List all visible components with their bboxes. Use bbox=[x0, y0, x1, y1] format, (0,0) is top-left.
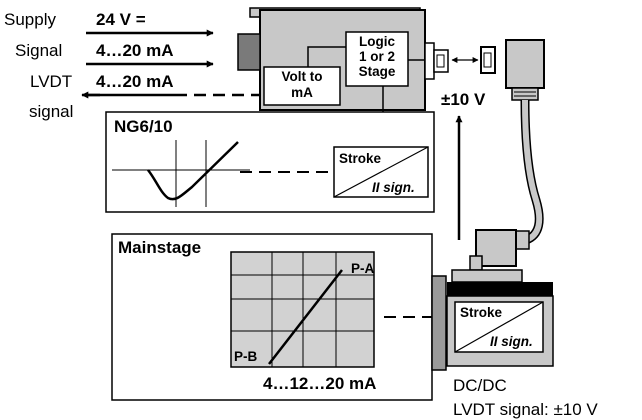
volt-to-ma-block bbox=[263, 66, 341, 106]
lvdt-cap bbox=[451, 269, 523, 283]
cable bbox=[522, 99, 543, 243]
main-stroke-label: Stroke bbox=[460, 305, 503, 320]
main-stroke-block bbox=[454, 301, 544, 353]
logic-text-3: Stage bbox=[359, 64, 396, 79]
supply-value: 24 V = bbox=[96, 10, 146, 29]
pilot-stage-title: NG6/10 bbox=[114, 117, 173, 136]
signal-label: Signal bbox=[15, 41, 62, 60]
logic-block bbox=[345, 31, 409, 87]
output-connector bbox=[424, 42, 449, 80]
main-characteristic-line bbox=[268, 269, 343, 365]
mounting-plate bbox=[431, 275, 447, 371]
main-graph-grid bbox=[231, 252, 374, 367]
dcdc-label: DC/DC bbox=[453, 376, 507, 395]
pa-label: P-A bbox=[351, 261, 375, 276]
lvdt-signal-label: LVDT signal: ±10 V bbox=[453, 400, 598, 419]
cable-connector-top bbox=[505, 39, 545, 101]
cable-connector-bottom bbox=[469, 229, 530, 271]
volt-to-ma-text-2: mA bbox=[291, 85, 313, 100]
mating-plug-pin bbox=[483, 52, 492, 68]
connector-plug bbox=[237, 33, 261, 71]
lvdt-value: 4…20 mA bbox=[96, 72, 173, 91]
lvdt-label-line-2: signal bbox=[29, 102, 73, 121]
pilot-stroke-block bbox=[333, 146, 429, 198]
lvdt-label: LVDT bbox=[30, 72, 72, 91]
lvdt-housing-top bbox=[447, 282, 553, 296]
main-stage-title: Mainstage bbox=[118, 238, 201, 257]
signal-value: 4…20 mA bbox=[96, 41, 173, 60]
logic-text-1: Logic bbox=[359, 34, 395, 49]
supply-label: Supply bbox=[4, 10, 56, 29]
main-axis-label: 4…12…20 mA bbox=[263, 374, 376, 393]
pilot-sign-label: II sign. bbox=[372, 180, 415, 195]
pilot-stroke-label: Stroke bbox=[339, 151, 382, 166]
feedback-voltage: ±10 V bbox=[441, 90, 486, 109]
main-sign-label: II sign. bbox=[490, 334, 533, 349]
internal-wire bbox=[307, 46, 346, 67]
logic-text-2: 1 or 2 bbox=[359, 49, 395, 64]
pilot-characteristic-graph bbox=[112, 140, 250, 207]
volt-to-ma-text-1: Volt to bbox=[282, 69, 323, 84]
pb-label: P-B bbox=[234, 349, 258, 364]
